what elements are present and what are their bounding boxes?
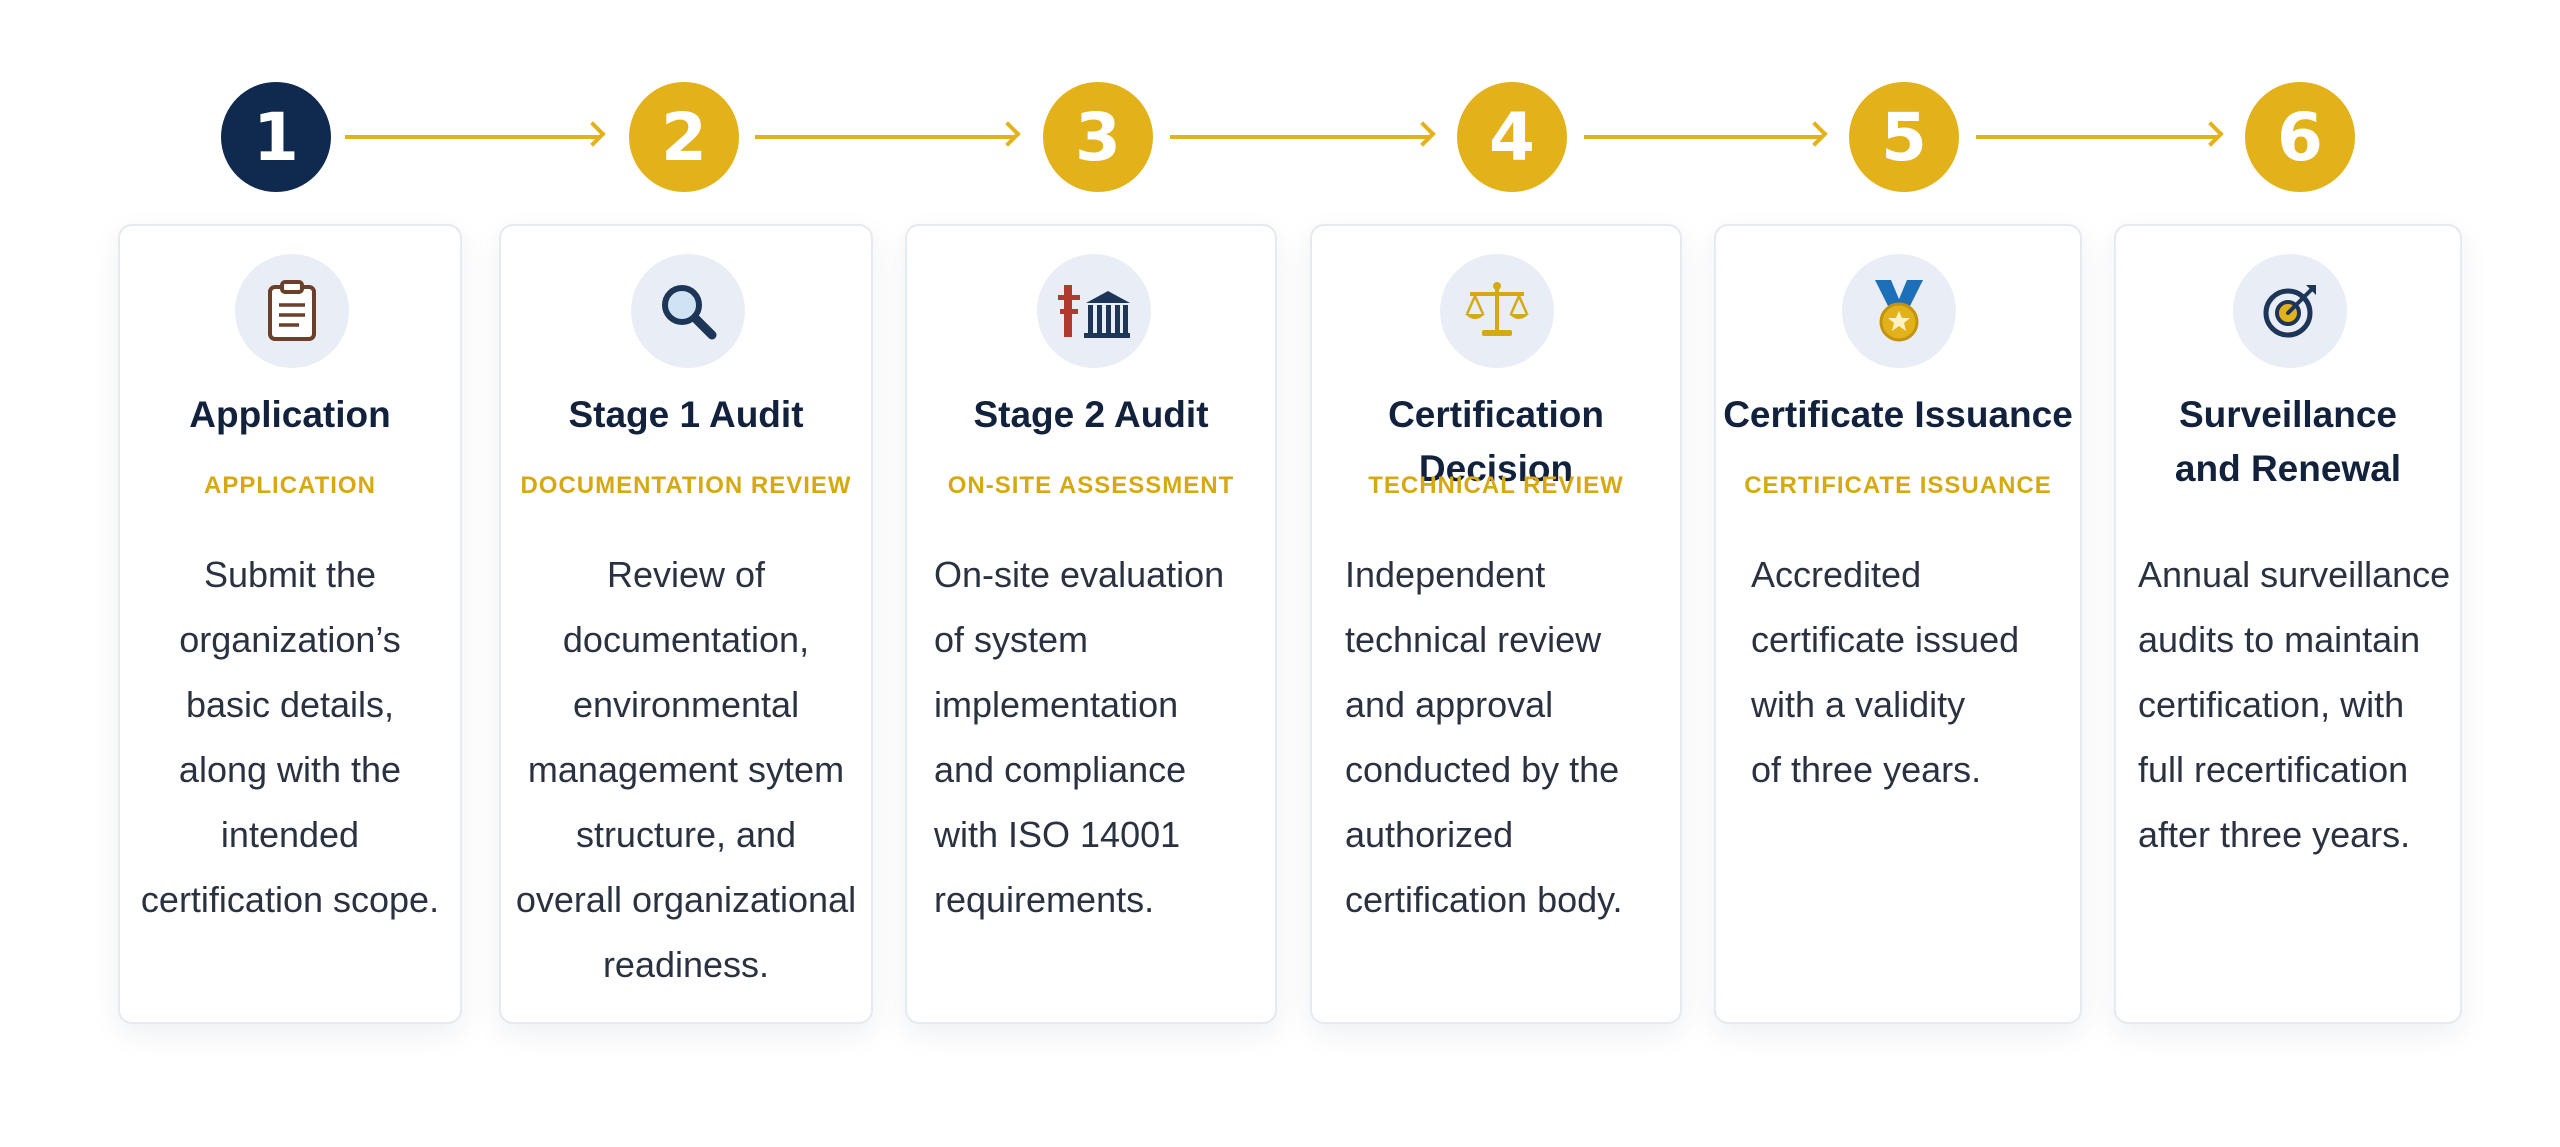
step-description: Annual surveillance audits to maintain c… (2138, 554, 2451, 855)
arrow-5-6 (1976, 135, 2218, 139)
step-card-stage-1-audit: Stage 1 Audit DOCUMENTATION REVIEW Revie… (499, 224, 873, 1024)
step-title: Application (189, 394, 391, 435)
step-number: 3 (1075, 98, 1121, 176)
step-subtitle: ON-SITE ASSESSMENT (947, 472, 1235, 499)
step-subtitle: APPLICATION (204, 472, 376, 499)
medal-icon (1842, 254, 1956, 368)
step-number: 4 (1489, 98, 1535, 176)
step-1-badge: 1 (221, 82, 331, 192)
step-card-certificate-issuance: Certificate Issuance CERTIFICATE ISSUANC… (1714, 224, 2082, 1024)
step-title: Stage 1 Audit (568, 394, 804, 435)
step-number: 6 (2277, 98, 2323, 176)
step-4-badge: 4 (1457, 82, 1567, 192)
step-subtitle: CERTIFICATE ISSUANCE (1744, 472, 2052, 499)
magnifier-icon (631, 254, 745, 368)
step-description: Review of documentation, environmental m… (515, 554, 857, 985)
arrow-2-3 (755, 135, 1015, 139)
step-3-badge: 3 (1043, 82, 1153, 192)
step-card-application: Application APPLICATION Submit the organ… (118, 224, 462, 1024)
arrow-3-4 (1170, 135, 1430, 139)
step-6-badge: 6 (2245, 82, 2355, 192)
step-description: Accredited certificate issued with a val… (1751, 554, 2020, 790)
step-description: Independent technical review and approva… (1345, 554, 1623, 920)
step-card-stage-2-audit: Stage 2 Audit ON-SITE ASSESSMENT On-site… (905, 224, 1277, 1024)
target-icon (2233, 254, 2347, 368)
step-number: 5 (1881, 98, 1927, 176)
step-description: Submit the organization’s basic details,… (140, 554, 440, 920)
arrow-1-2 (345, 135, 600, 139)
step-number: 1 (253, 98, 299, 176)
step-title: Surveillance and Renewal (2174, 394, 2402, 489)
step-number: 2 (661, 98, 707, 176)
step-description: On-site evaluation of system implementat… (934, 554, 1225, 920)
scales-icon (1440, 254, 1554, 368)
arrow-4-5 (1584, 135, 1822, 139)
clipboard-icon (235, 254, 349, 368)
step-card-surveillance-and-renewal: Surveillance and Renewal Annual surveill… (2114, 224, 2462, 1024)
step-title: Certification Decision (1388, 394, 1604, 489)
step-title: Stage 2 Audit (973, 394, 1209, 435)
step-title: Certificate Issuance (1723, 394, 2073, 435)
step-5-badge: 5 (1849, 82, 1959, 192)
step-subtitle: TECHNICAL REVIEW (1368, 472, 1624, 499)
step-2-badge: 2 (629, 82, 739, 192)
step-card-certification-decision: Certification Decision TECHNICAL REVIEW … (1310, 224, 1682, 1024)
step-subtitle: DOCUMENTATION REVIEW (520, 472, 852, 499)
facility-icon (1037, 254, 1151, 368)
